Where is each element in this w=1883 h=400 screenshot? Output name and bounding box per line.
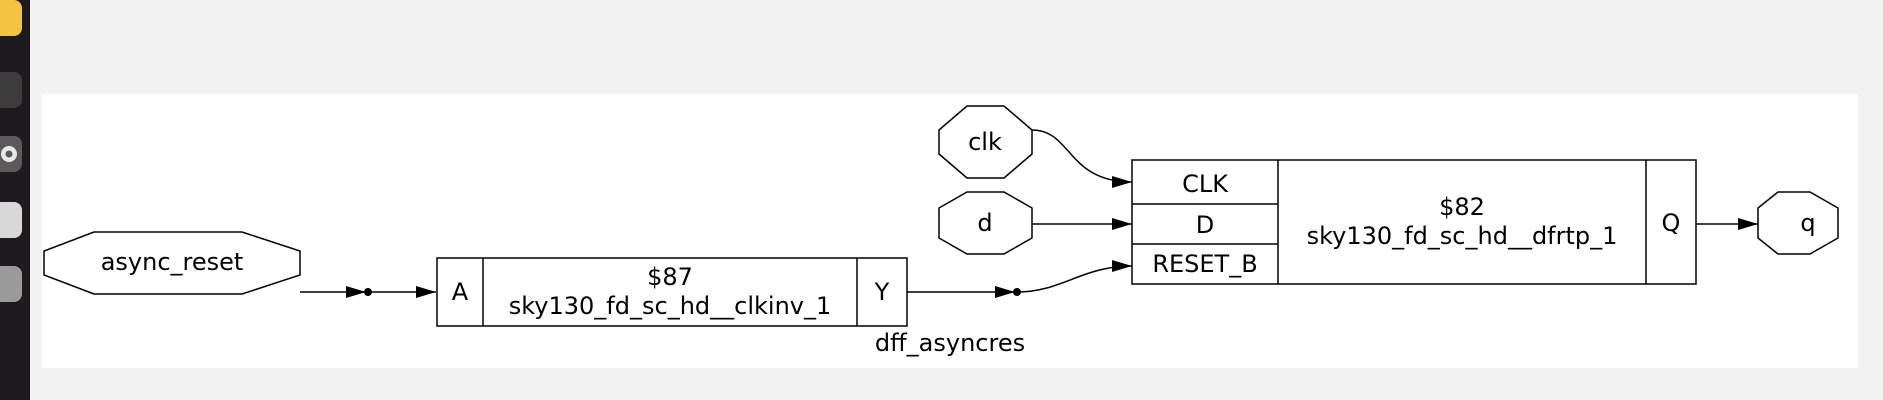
dff-pin-clk: CLK — [1182, 170, 1229, 198]
search-tool-icon[interactable] — [0, 202, 22, 238]
inverter-pin-a: A — [452, 278, 469, 306]
async-reset-label: async_reset — [101, 248, 244, 276]
terminal-icon[interactable] — [0, 72, 22, 108]
dff-type: sky130_fd_sc_hd__dfrtp_1 — [1307, 222, 1618, 250]
net-label: dff_asyncres — [875, 329, 1025, 357]
q-port: q — [1757, 191, 1839, 255]
dff-pin-q: Q — [1662, 209, 1681, 237]
d-label: d — [977, 209, 992, 237]
settings-icon[interactable] — [0, 136, 22, 172]
clk-port: clk — [938, 105, 1133, 188]
launcher-dock — [0, 0, 30, 400]
dff-cell: CLK D RESET_B $82 sky130_fd_sc_hd__dfrtp… — [1131, 159, 1697, 285]
trash-icon[interactable] — [0, 266, 22, 302]
dff-pin-reset-b: RESET_B — [1152, 250, 1257, 278]
q-label: q — [1800, 209, 1815, 237]
clk-label: clk — [968, 128, 1002, 156]
d-port: d — [938, 191, 1132, 255]
schematic-canvas: async_reset A $87 sky130_fd_sc_hd__clkin… — [42, 94, 1858, 368]
dff-id: $82 — [1439, 193, 1485, 221]
schematic-diagram: async_reset A $87 sky130_fd_sc_hd__clkin… — [43, 105, 1839, 357]
gear-icon — [1, 146, 17, 162]
inverter-id: $87 — [647, 263, 693, 291]
dff-pin-d: D — [1196, 211, 1214, 239]
wire-dff-asyncres: dff_asyncres — [875, 260, 1133, 357]
text-editor-icon[interactable] — [0, 0, 22, 36]
inverter-pin-y: Y — [874, 278, 890, 306]
inverter-cell: A $87 sky130_fd_sc_hd__clkinv_1 Y — [436, 257, 908, 327]
inverter-type: sky130_fd_sc_hd__clkinv_1 — [509, 292, 832, 320]
wire-async-reset — [300, 286, 436, 298]
async-reset-port: async_reset — [43, 231, 301, 295]
